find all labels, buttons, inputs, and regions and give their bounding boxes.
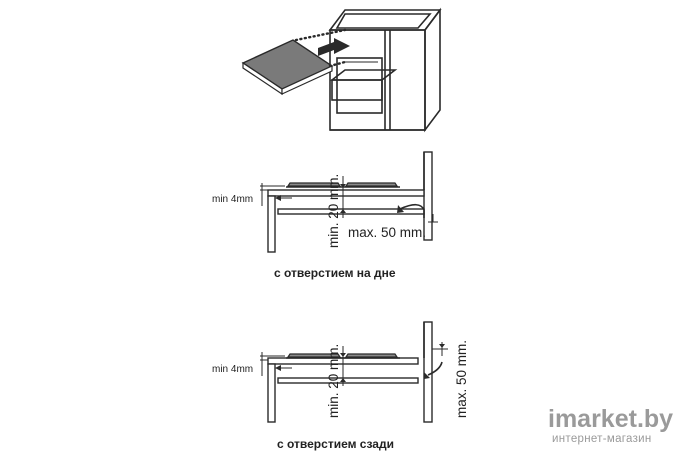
push-arrow (318, 38, 350, 56)
label-min-gap: min 4mm (212, 364, 253, 375)
caption-back-opening: с отверстием сзади (277, 437, 394, 451)
countertop (267, 189, 425, 197)
dim-20mm (340, 346, 346, 386)
caption-bottom-opening: с отверстием на дне (274, 266, 396, 280)
section-back-opening: min 4mm min. 20 mm. max. 50 mm. с отверс… (212, 321, 469, 451)
dim-4mm (260, 183, 292, 206)
label-min-gap: min 4mm (212, 194, 253, 205)
inner-shelf (277, 377, 419, 384)
mounting-plate (241, 39, 334, 96)
section-bottom-opening: min 4mm min. 20 mm. max. 50 mm. с отверс… (212, 151, 438, 280)
cabinet-illustration (241, 7, 442, 133)
left-wall (267, 195, 276, 253)
insertion-guides (294, 28, 347, 68)
label-max-gap: max. 50 mm. (348, 225, 426, 240)
airflow-arrow (424, 361, 443, 379)
watermark-tagline: интернет-магазин (552, 433, 652, 445)
dim-4mm (260, 352, 292, 376)
left-wall (267, 363, 276, 423)
label-min-height: min. 20 mm. (326, 344, 341, 418)
right-wall (423, 321, 433, 423)
label-min-height: min. 20 mm. (326, 174, 341, 248)
dim-50mm (432, 342, 448, 356)
airflow-arrow (397, 203, 425, 218)
watermark-brand: imarket.by (548, 405, 673, 433)
cabinet-body (328, 7, 442, 133)
dim-50mm (428, 214, 438, 223)
dim-20mm (340, 176, 346, 218)
watermark-logo: imarket.by интернет-магазин (548, 405, 673, 445)
label-max-gap: max. 50 mm. (454, 340, 469, 418)
